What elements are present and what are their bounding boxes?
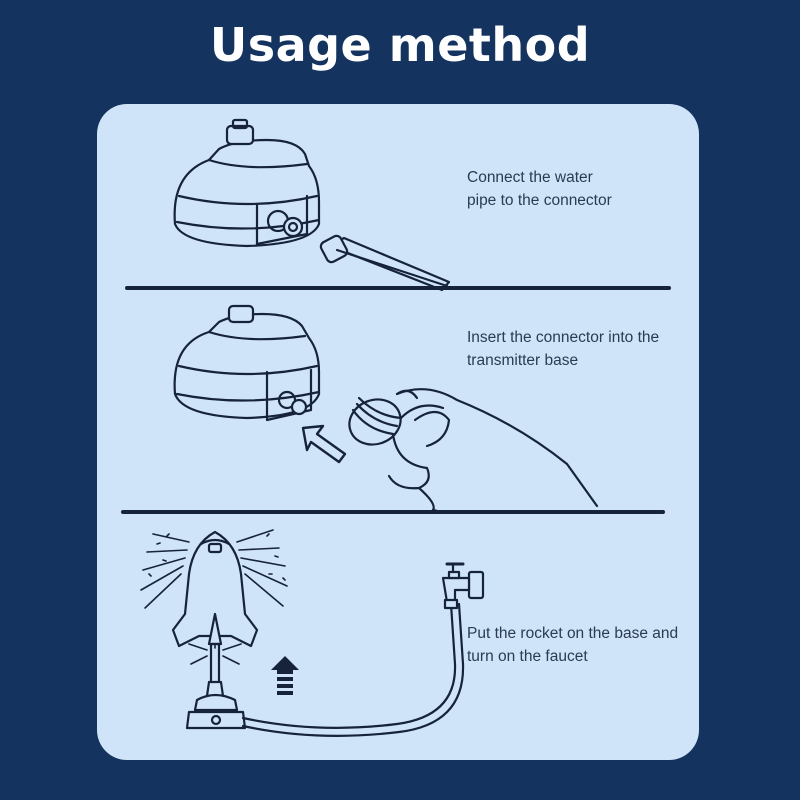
sprinkler-base-illustration	[185, 680, 247, 730]
arrow-icon	[301, 424, 347, 464]
step-1-line-1: Connect the water	[467, 169, 593, 186]
sprinkler-base-illustration	[173, 304, 321, 422]
water-spray-illustration	[140, 529, 288, 665]
step-3-text: Put the rocket on the base and turn on t…	[467, 622, 678, 668]
faucet-illustration	[441, 562, 485, 610]
instruction-panel: Connect the water pipe to the connector …	[97, 104, 699, 760]
water-pipe-illustration	[319, 234, 451, 292]
step-2-line-1: Insert the connector into the	[467, 329, 660, 346]
hose-illustration	[241, 602, 465, 737]
step-3-line-2: turn on the faucet	[467, 648, 588, 665]
rocket-illustration	[171, 530, 259, 686]
sprinkler-base-illustration	[173, 118, 321, 248]
step-1-text: Connect the water pipe to the connector	[467, 166, 612, 212]
step-2-line-2: transmitter base	[467, 352, 579, 369]
hand-holding-connector-illustration	[348, 388, 599, 514]
instruction-illustrations	[121, 118, 671, 737]
page-title: Usage method	[209, 18, 591, 72]
step-1-line-2: pipe to the connector	[467, 192, 612, 209]
step-3-line-1: Put the rocket on the base and	[467, 625, 679, 642]
step-2-text: Insert the connector into the transmitte…	[467, 326, 659, 372]
up-arrow-icon	[271, 656, 299, 695]
